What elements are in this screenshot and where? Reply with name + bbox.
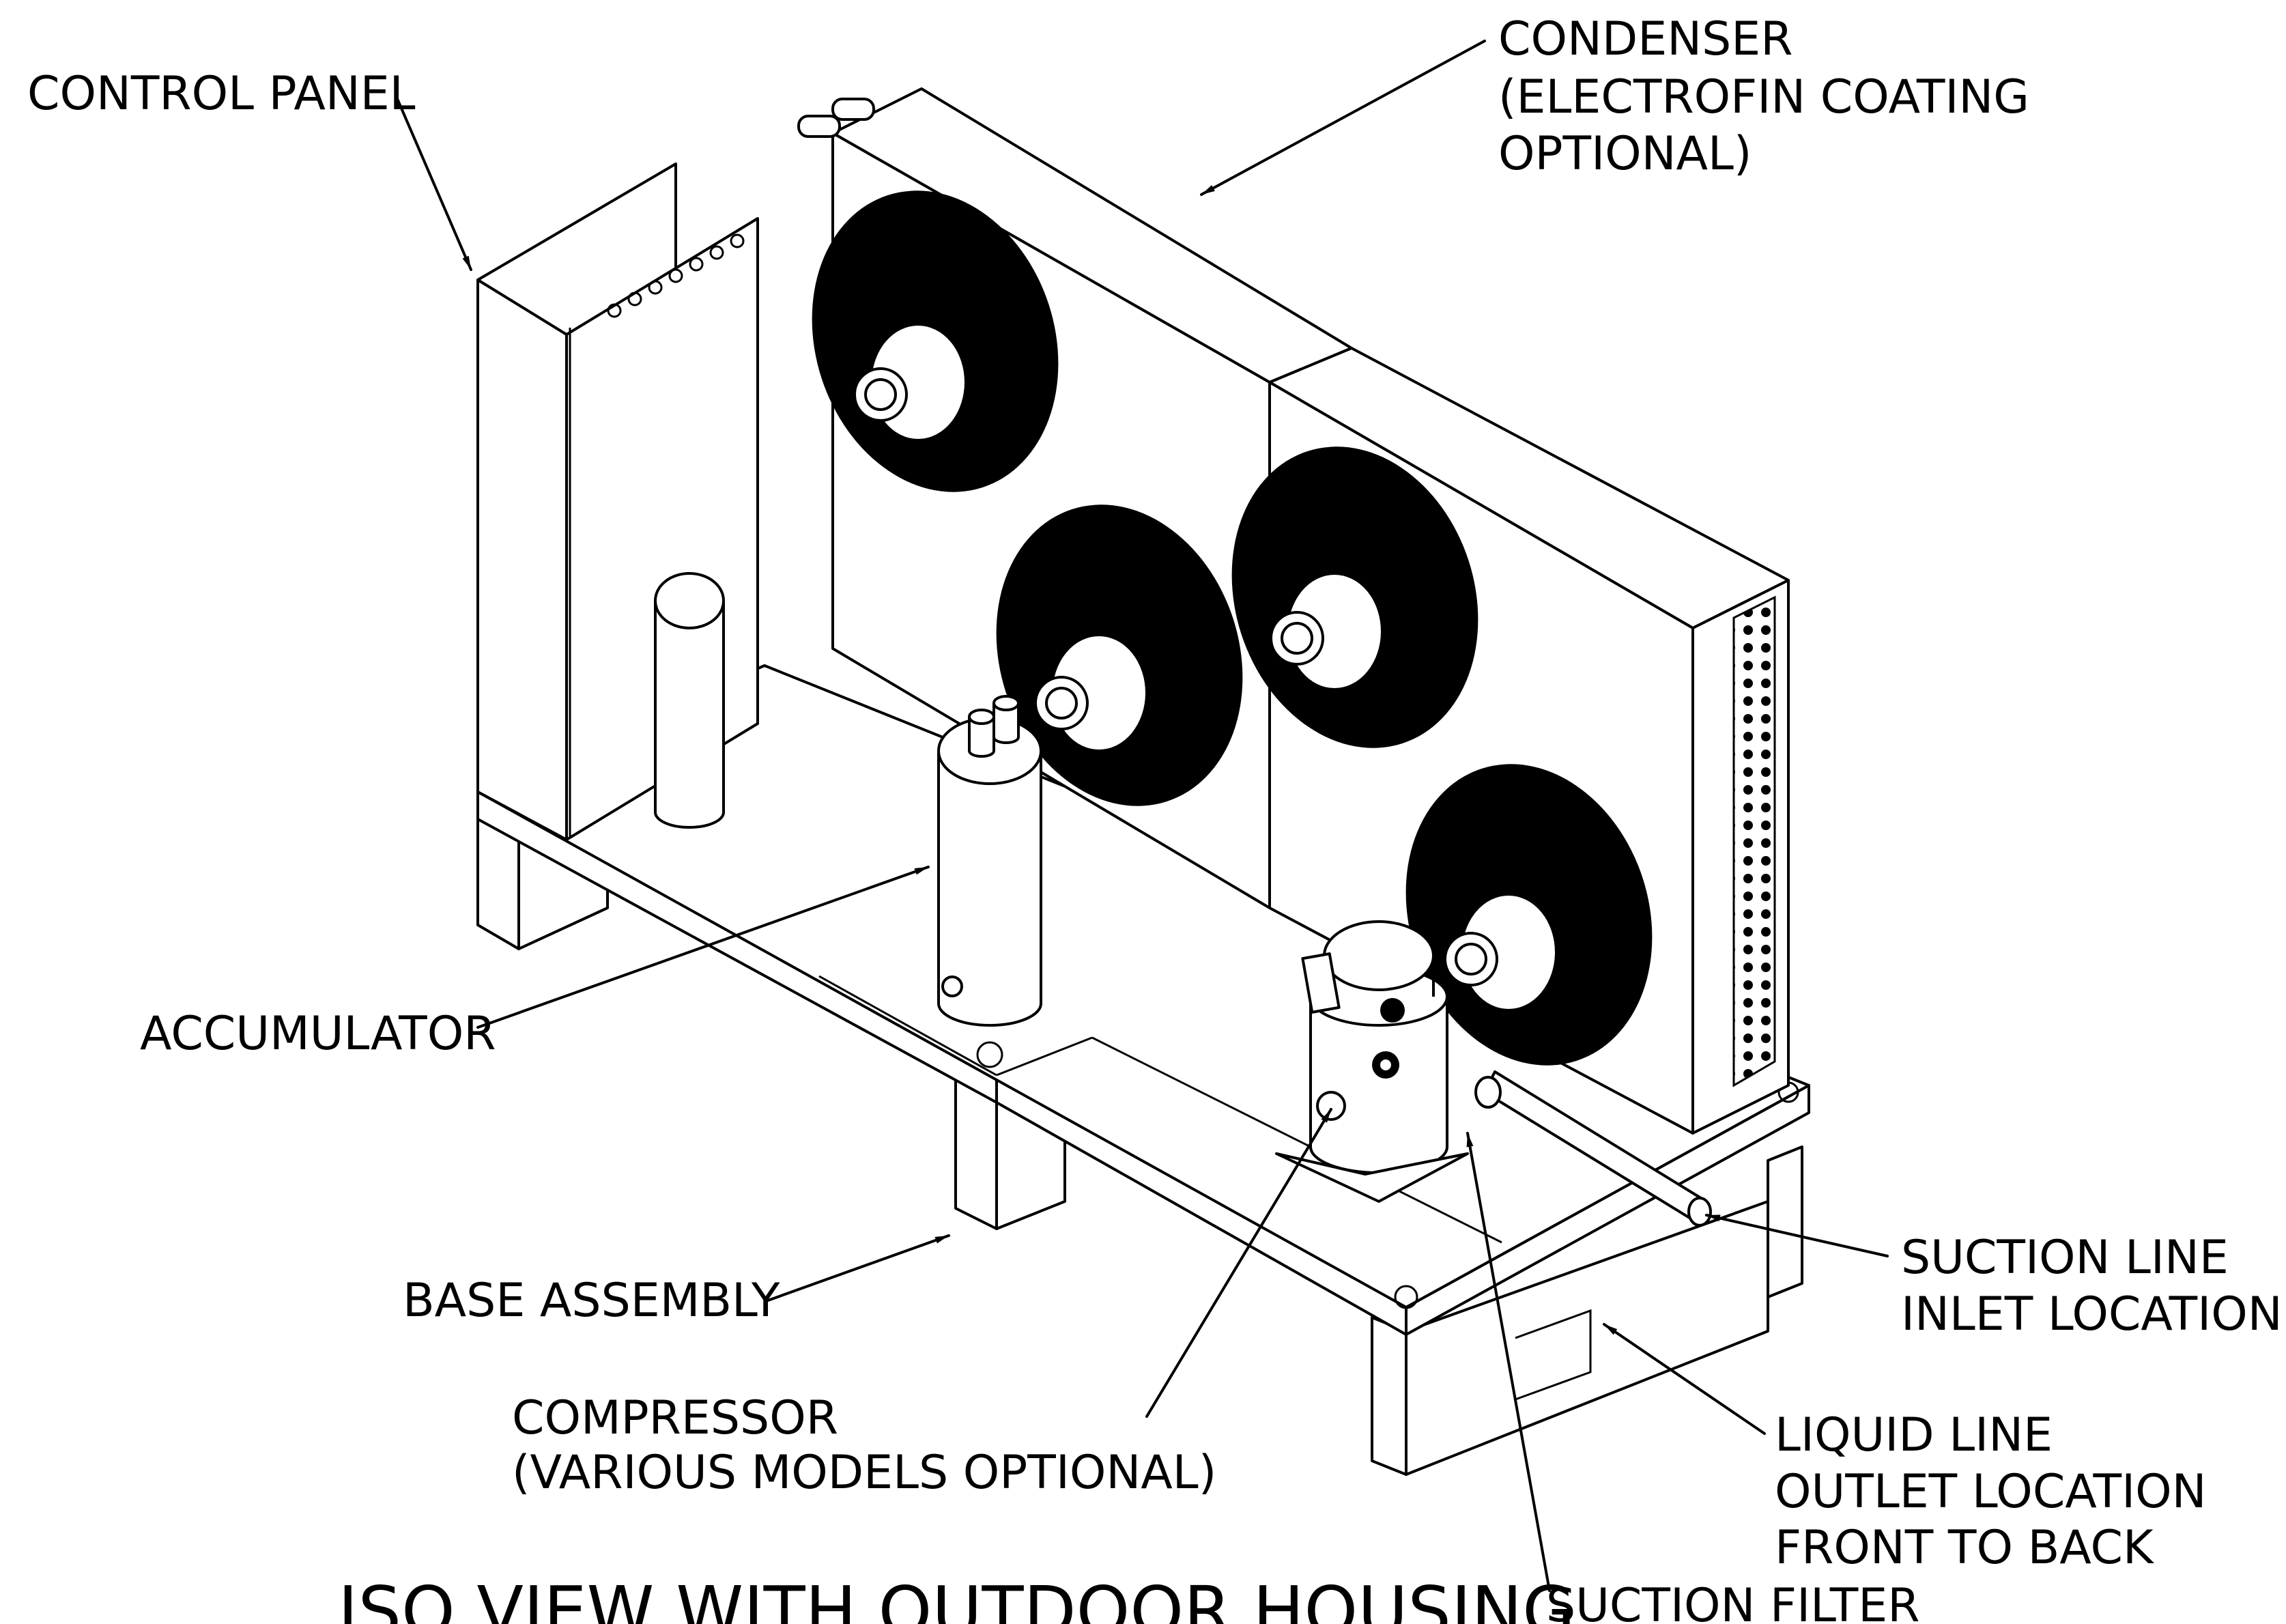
- label-compressor-line-2: (VARIOUS MODELS OPTIONAL): [512, 1446, 1216, 1500]
- condenser-fan-3: [1231, 446, 1478, 748]
- accumulator: [937, 695, 1042, 1027]
- label-liquid-line-1: LIQUID LINE: [1775, 1408, 2053, 1462]
- label-suction-line-1: SUCTION LINE: [1901, 1231, 2229, 1285]
- view-title: ISO VIEW WITH OUTDOOR HOUSING: [338, 1571, 1575, 1624]
- condenser-fan-2: [996, 504, 1243, 806]
- label-control-panel: CONTROL PANEL: [27, 67, 416, 121]
- label-base-assembly: BASE ASSEMBLY: [403, 1274, 780, 1328]
- label-liquid-line-3: FRONT TO BACK: [1775, 1521, 2155, 1575]
- label-liquid-line-2: OUTLET LOCATION: [1775, 1465, 2207, 1519]
- label-accumulator: ACCUMULATOR: [140, 1007, 496, 1061]
- label-compressor-line-1: COMPRESSOR: [512, 1391, 838, 1445]
- label-suction-line-2: INLET LOCATION: [1901, 1287, 2283, 1341]
- condenser-fan-1: [812, 190, 1059, 492]
- suction-line-pipe: [1474, 1070, 1712, 1227]
- receiver-cylinder: [654, 572, 725, 829]
- condenser-fan-4: [1405, 764, 1653, 1066]
- compressor: [1275, 920, 1469, 1203]
- leader-lines: [395, 40, 1889, 1592]
- label-condenser-line-3: OPTIONAL): [1498, 127, 1752, 181]
- label-suction-filter: SUCTION FILTER: [1546, 1579, 1919, 1624]
- callout-labels: CONTROL PANEL CONDENSER (ELECTROFIN COAT…: [27, 12, 2283, 1624]
- label-condenser-line-2: (ELECTROFIN COATING: [1498, 70, 2029, 124]
- base-assembly: [476, 664, 1810, 1476]
- label-condenser-line-1: CONDENSER: [1498, 12, 1792, 66]
